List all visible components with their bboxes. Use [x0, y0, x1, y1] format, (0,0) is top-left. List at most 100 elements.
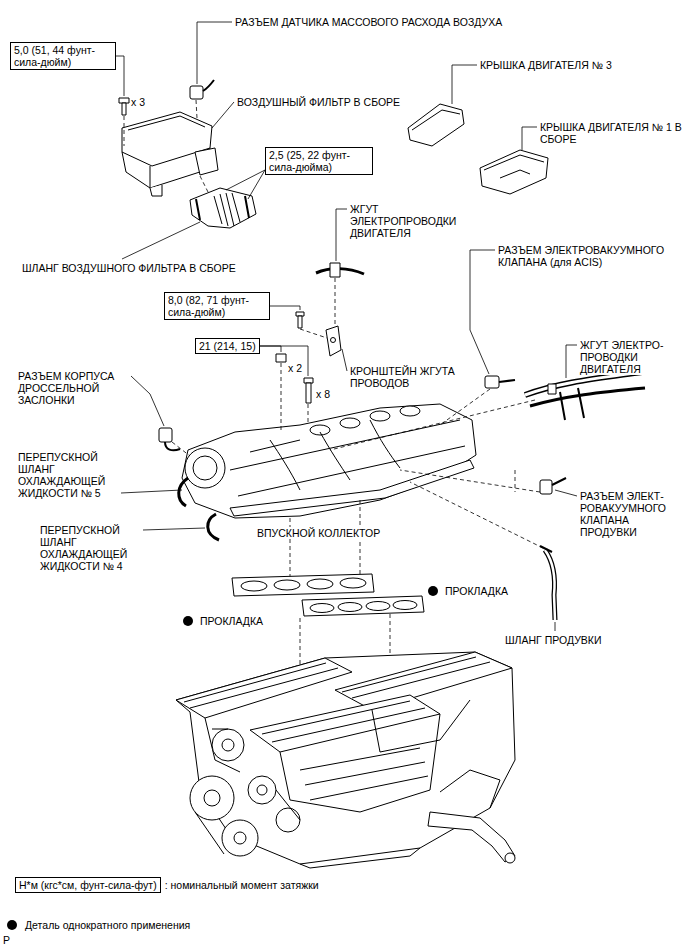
torque-value: Н*м (кгс*см, фунт-сила-фут): [19, 879, 157, 891]
air-filter: [150, 166, 151, 188]
intake-manifold: [230, 460, 474, 516]
dashed-guide: [196, 100, 197, 118]
part-name: ВОЗДУШНЫЙ ФИЛЬТР В СБОРЕ: [237, 96, 400, 108]
air-filter: [128, 116, 205, 130]
leader-line: [522, 127, 537, 150]
bolt: [276, 312, 313, 403]
intake-manifold: [400, 406, 420, 416]
maf-connector: [190, 80, 214, 99]
engine: [505, 853, 515, 863]
gasket: [302, 596, 424, 616]
intake-manifold: [230, 420, 465, 496]
bolt: [122, 103, 126, 115]
torque-value: 21 (214, 15): [199, 340, 256, 352]
wire-harness: [525, 372, 645, 420]
bolt: [119, 98, 129, 115]
leader-line: [452, 65, 477, 104]
engine: [190, 776, 234, 820]
single-use-dot: [183, 616, 193, 626]
intake-manifold: [340, 418, 360, 428]
legend-text: Деталь однократного применения: [25, 919, 190, 931]
torque-value: 5,0 (51, 44 фунт- сила-дюйм): [14, 44, 112, 68]
intake-manifold: [270, 420, 400, 490]
gasket: [366, 602, 390, 611]
maf-connector: [203, 80, 214, 91]
engine: [248, 776, 276, 804]
acis-connector: [499, 380, 515, 382]
engine-cover: [480, 150, 548, 194]
engine-cover: [408, 104, 548, 194]
gasket: [340, 578, 366, 588]
part-name: ПЕРЕПУСКНОЙ ШЛАНГ ОХЛАЖДАЮЩЕЙ ЖИДКОСТИ №…: [40, 524, 140, 572]
dashed-guide: [200, 176, 208, 192]
gasket: [307, 579, 333, 589]
bolt: [119, 98, 129, 103]
intake-manifold: [182, 404, 476, 518]
gasket: [232, 574, 374, 596]
bolt: [306, 383, 311, 403]
leader-line: [336, 209, 347, 261]
engine: [257, 785, 267, 795]
wire-harness: [525, 372, 642, 395]
legend-text: : номинальный момент затяжки: [165, 879, 319, 891]
harness-bracket: [326, 326, 341, 356]
dashed-guide: [281, 363, 282, 430]
torque-spec-box: 8,0 (82, 71 фунт- сила-дюйм): [164, 292, 270, 320]
engine-cover: [412, 110, 460, 130]
part-name: РАЗЪЕМ ЭЛЕКТРОВАКУУМНОГО КЛАПАНА (для AC…: [498, 244, 682, 268]
torque-spec-box: 5,0 (51, 44 фунт- сила-дюйм): [10, 42, 116, 70]
wire-harness: [548, 384, 556, 394]
engine: [222, 820, 258, 856]
wire-harness: [330, 263, 340, 277]
wire-harness: [530, 388, 645, 406]
bypass-hose: [208, 514, 219, 540]
air-filter-hose: [214, 193, 240, 226]
air-filter: [122, 112, 218, 196]
engine: [300, 748, 428, 800]
leader-line: [260, 346, 308, 376]
torque-spec-box: 21 (214, 15): [195, 338, 260, 354]
part-name: ПЕРЕПУСКНОЙ ШЛАНГ ОХЛАЖДАЮЩЕЙ ЖИДКОСТИ №…: [18, 451, 118, 499]
torque-value: 2,5 (25, 22 фунт- сила-дюйма): [269, 149, 369, 173]
leader-line: [212, 102, 234, 128]
purge-hose: [545, 550, 555, 620]
dashed-guide: [400, 470, 540, 492]
dashed-guide: [172, 442, 190, 456]
dashed-guide: [410, 482, 543, 548]
engine: [184, 663, 338, 708]
leader-line: [470, 250, 495, 374]
part-name: КРЫШКА ДВИГАТЕЛЯ № 3: [480, 59, 612, 71]
purge-connector: [552, 478, 566, 485]
engine-cover: [484, 155, 544, 170]
leader-line: [260, 346, 281, 352]
engine: [212, 729, 244, 761]
gasket: [338, 603, 362, 612]
dashed-guide: [300, 329, 327, 338]
purge-connector: [540, 480, 552, 494]
part-name: ЖГУТ ЭЛЕКТРОПРОВОДКИ ДВИГАТЕЛЯ: [350, 203, 472, 239]
page-mark: P: [3, 934, 10, 946]
legend-sample-box: Н*м (кгс*см, фунт-сила-фут): [15, 877, 161, 893]
dashed-guide: [515, 470, 516, 492]
engine: [280, 714, 440, 812]
dashed-guide: [124, 100, 543, 670]
legend-entry: : номинальный момент затяжки: [165, 879, 319, 891]
dashed-guide: [308, 404, 309, 424]
throttle-connector: [159, 428, 180, 450]
leader-line: [248, 170, 265, 199]
dashed-guide: [440, 389, 490, 425]
quantity-mark: x 8: [316, 388, 330, 400]
gasket: [241, 581, 267, 591]
intake-manifold: [310, 425, 330, 435]
engine: [276, 808, 300, 832]
leader-line: [122, 222, 200, 259]
leader-line: [555, 490, 577, 496]
engine: [342, 657, 490, 698]
quantity-mark: x 2: [288, 362, 302, 374]
dashed-guide: [335, 278, 336, 326]
leader-line: [143, 528, 205, 530]
engine: [222, 739, 234, 751]
gasket: [232, 574, 424, 616]
part-name: РАЗЪЕМ ЭЛЕКТ- РОВАКУУМНОГО КЛАПАНА ПРОДУ…: [580, 490, 682, 538]
harness-bracket: [331, 338, 336, 343]
